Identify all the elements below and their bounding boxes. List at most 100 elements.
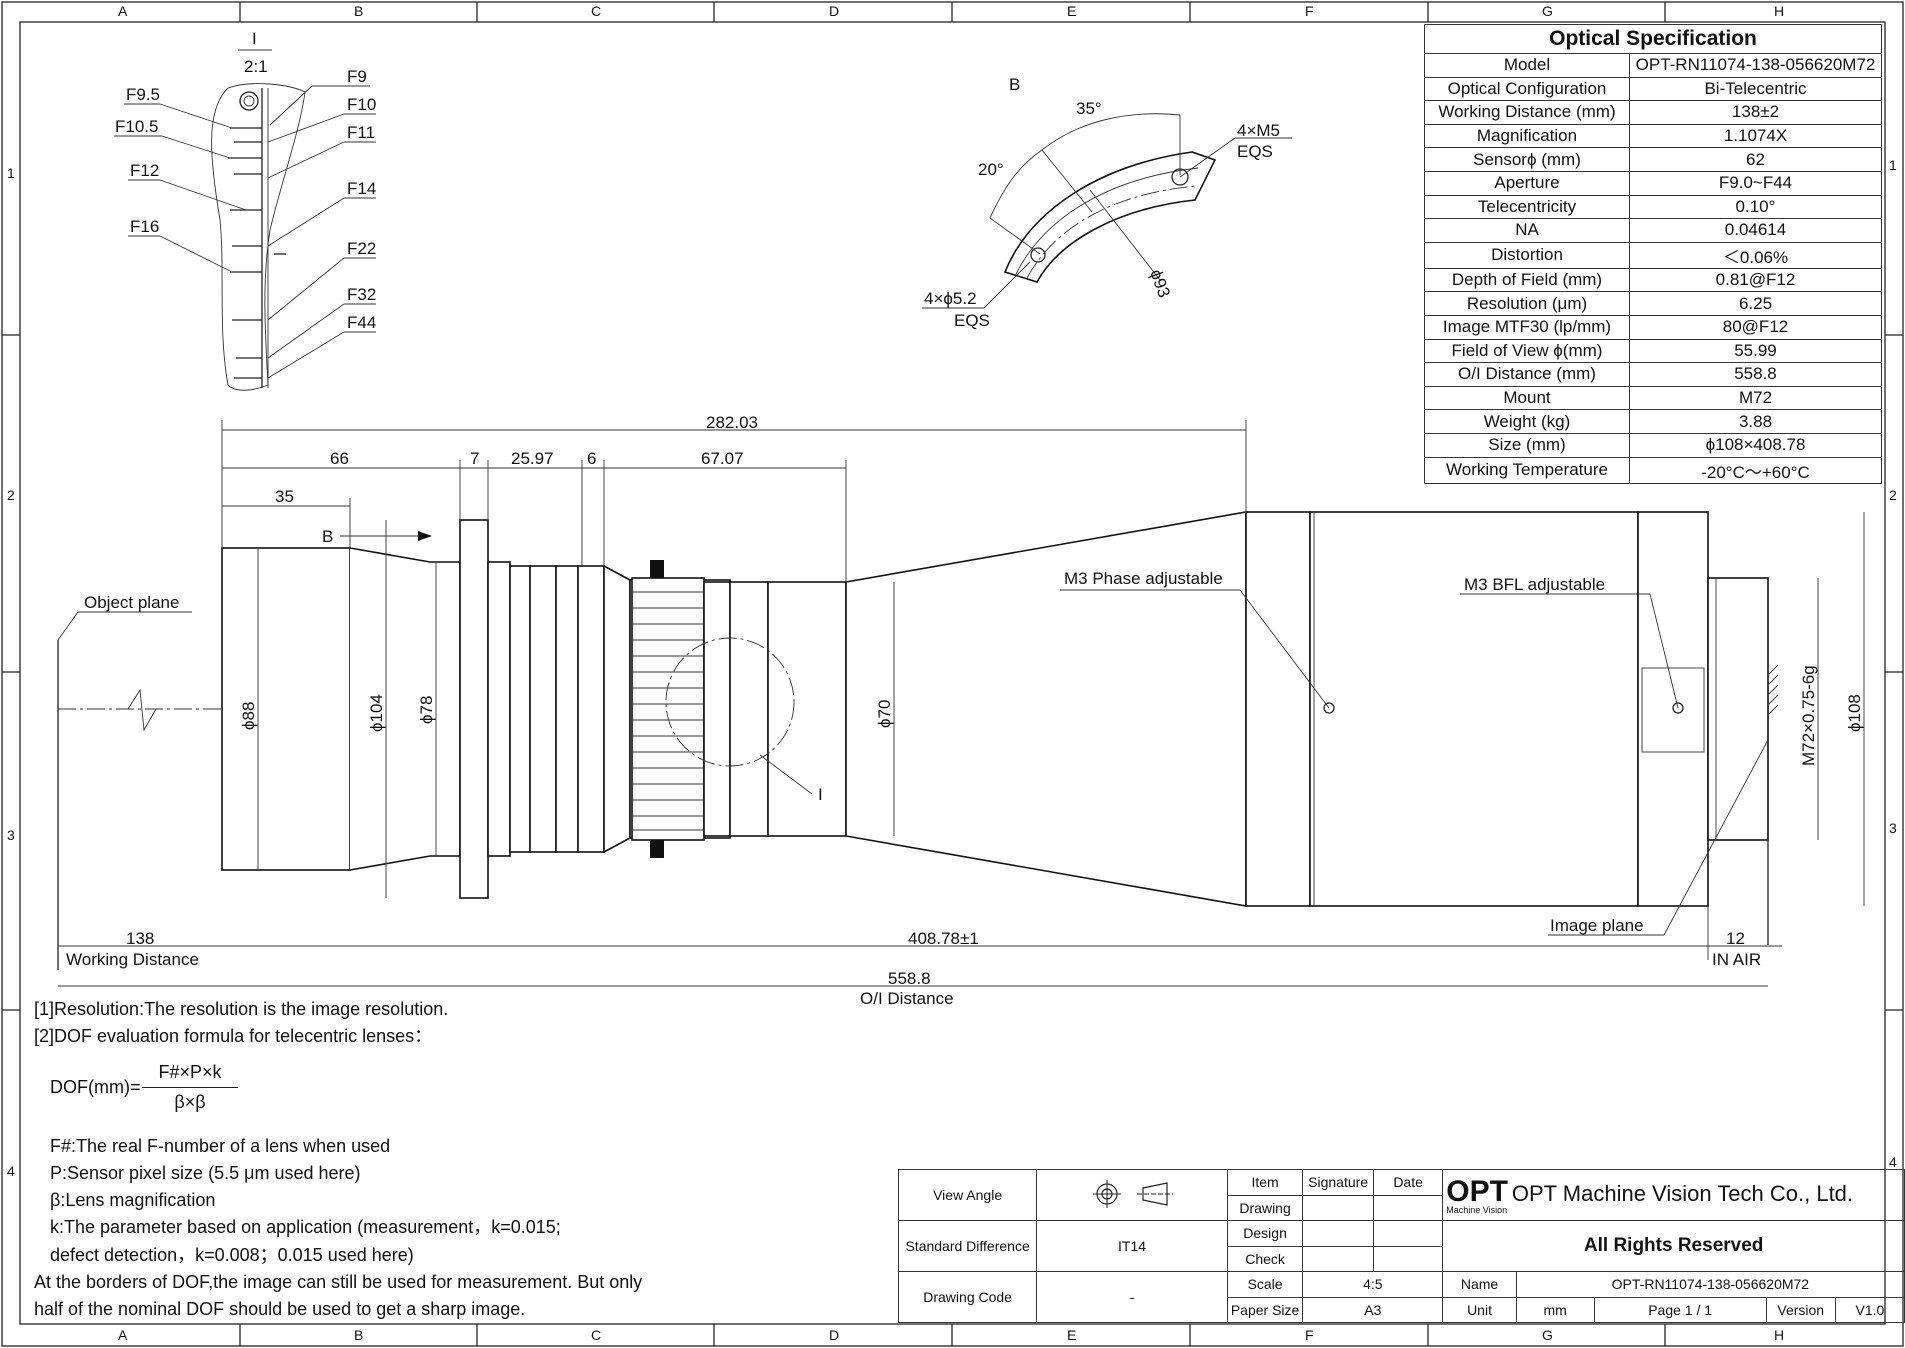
name-value: OPT-RN11074-138-056620M72 — [1515, 1271, 1905, 1298]
projection-icon — [1093, 1179, 1174, 1208]
knurl-lines — [632, 591, 704, 831]
dim-dia-108: ϕ108 — [1845, 694, 1864, 732]
spec-key: Working Temperature — [1424, 456, 1630, 484]
spec-value: 80@F12 — [1629, 314, 1882, 340]
spec-key: NA — [1424, 218, 1630, 243]
spec-key: Optical Configuration — [1424, 76, 1630, 102]
row-2-left: 2 — [7, 487, 15, 503]
col-e-bottom: E — [1067, 1327, 1076, 1343]
col-b-top: B — [354, 3, 363, 19]
note-beta: β:Lens magnification — [50, 1190, 216, 1211]
dim-wd-138: 138 — [126, 929, 154, 948]
spec-value: ＜0.06% — [1629, 241, 1882, 269]
spec-title: Optical Specification — [1424, 24, 1882, 54]
note-resolution: [1]Resolution:The resolution is the imag… — [34, 999, 449, 1019]
scale-value: 4:5 — [1302, 1271, 1444, 1298]
row-3-right: 3 — [1889, 820, 1897, 836]
drawing-signature — [1302, 1194, 1374, 1221]
spec-key: Field of View ϕ(mm) — [1424, 338, 1630, 364]
col-d-bottom: D — [829, 1327, 839, 1343]
company-name: OPT Machine Vision Tech Co., Ltd. — [1511, 1181, 1854, 1206]
paper-label: Paper Size — [1226, 1296, 1304, 1323]
spec-value: 1.1074X — [1629, 123, 1882, 149]
spec-key: Depth of Field (mm) — [1424, 267, 1630, 293]
rights-reserved: All Rights Reserved — [1442, 1220, 1905, 1272]
spec-key: Image MTF30 (lp/mm) — [1424, 314, 1630, 340]
lens-side-view: I — [57, 511, 1779, 970]
spec-key: Aperture — [1424, 170, 1630, 196]
spec-value: 62 — [1629, 147, 1882, 172]
name-label: Name — [1442, 1271, 1517, 1298]
mark-f44: F44 — [347, 313, 376, 332]
spec-key: Working Distance (mm) — [1424, 100, 1630, 125]
col-f-bottom: F — [1305, 1327, 1314, 1343]
view-b-angle-35: 35° — [1076, 99, 1102, 118]
spec-value: M72 — [1629, 385, 1882, 411]
page-indicator: Page 1 / 1 — [1593, 1296, 1767, 1323]
spec-row: Sensorϕ (mm)62 — [1424, 147, 1882, 172]
mark-f12: F12 — [130, 161, 159, 180]
formula-denominator: β×β — [174, 1092, 206, 1112]
col-c-top: C — [591, 3, 601, 19]
section-b-label: B — [322, 527, 333, 546]
dim-wd-label: Working Distance — [66, 950, 199, 969]
col-a-bottom: A — [118, 1327, 128, 1343]
spec-key: Weight (kg) — [1424, 409, 1630, 434]
check-date — [1372, 1245, 1444, 1272]
spec-value: Bi-Telecentric — [1629, 76, 1882, 102]
dim-66: 66 — [330, 449, 349, 468]
callout-object-plane: Object plane — [84, 593, 179, 612]
mark-f9: F9 — [347, 67, 367, 86]
note-pixel: P:Sensor pixel size (5.5 μm used here) — [50, 1162, 361, 1183]
note-k: k:The parameter based on application (me… — [50, 1217, 561, 1238]
col-e-top: E — [1067, 3, 1076, 19]
view-b-hole-m5: 4×M5 — [1237, 121, 1280, 140]
spec-value: 0.10° — [1629, 194, 1882, 220]
view-b-dia-93: ϕ93 — [1146, 267, 1174, 300]
dim-air-12: 12 — [1726, 929, 1745, 948]
check-signature — [1302, 1245, 1374, 1272]
spec-row: Resolution (μm)6.25 — [1424, 291, 1882, 316]
paper-value: A3 — [1302, 1296, 1444, 1323]
col-g-bottom: G — [1542, 1327, 1553, 1343]
dim-air-label: IN AIR — [1712, 950, 1761, 969]
col-f-top: F — [1305, 3, 1314, 19]
mark-f32: F32 — [347, 285, 376, 304]
notes-block: [1]Resolution:The resolution is the imag… — [34, 996, 894, 1324]
row-1-left: 1 — [7, 165, 15, 181]
spec-key: Mount — [1424, 385, 1630, 411]
projection-symbol — [1036, 1169, 1228, 1221]
view-b-label: B — [1009, 75, 1020, 94]
dimension-lines — [58, 420, 1865, 987]
spec-key: Distortion — [1424, 241, 1630, 269]
drawing-code-label: Drawing Code — [897, 1271, 1038, 1323]
design-date — [1372, 1220, 1444, 1247]
title-block: View Angle Item Signature Date OPT OPT M… — [897, 1169, 1905, 1323]
spec-row: Working Temperature-20°C～+60°C — [1424, 456, 1882, 484]
spec-value: F9.0~F44 — [1629, 170, 1882, 196]
drawing-code-value: - — [1036, 1271, 1228, 1323]
dim-282: 282.03 — [706, 413, 758, 432]
spec-value: 138±2 — [1629, 100, 1882, 125]
dim-dia-70: ϕ70 — [875, 700, 894, 728]
signature-header: Signature — [1302, 1169, 1374, 1196]
spec-value: ϕ108×408.78 — [1629, 432, 1882, 458]
note-dof-title: [2]DOF evaluation formula for telecentri… — [34, 1026, 433, 1047]
mark-f10: F10 — [347, 95, 376, 114]
mark-f11: F11 — [347, 123, 375, 142]
dim-35: 35 — [275, 487, 294, 506]
design-signature — [1302, 1220, 1374, 1247]
std-diff-value: IT14 — [1036, 1220, 1228, 1272]
drawing-date — [1372, 1194, 1444, 1221]
col-c-bottom: C — [591, 1327, 601, 1343]
opt-logo: OPT — [1446, 1175, 1508, 1208]
formula-fraction: F#×P×k β×β — [142, 1062, 238, 1113]
detail-view-label: I — [252, 29, 257, 48]
